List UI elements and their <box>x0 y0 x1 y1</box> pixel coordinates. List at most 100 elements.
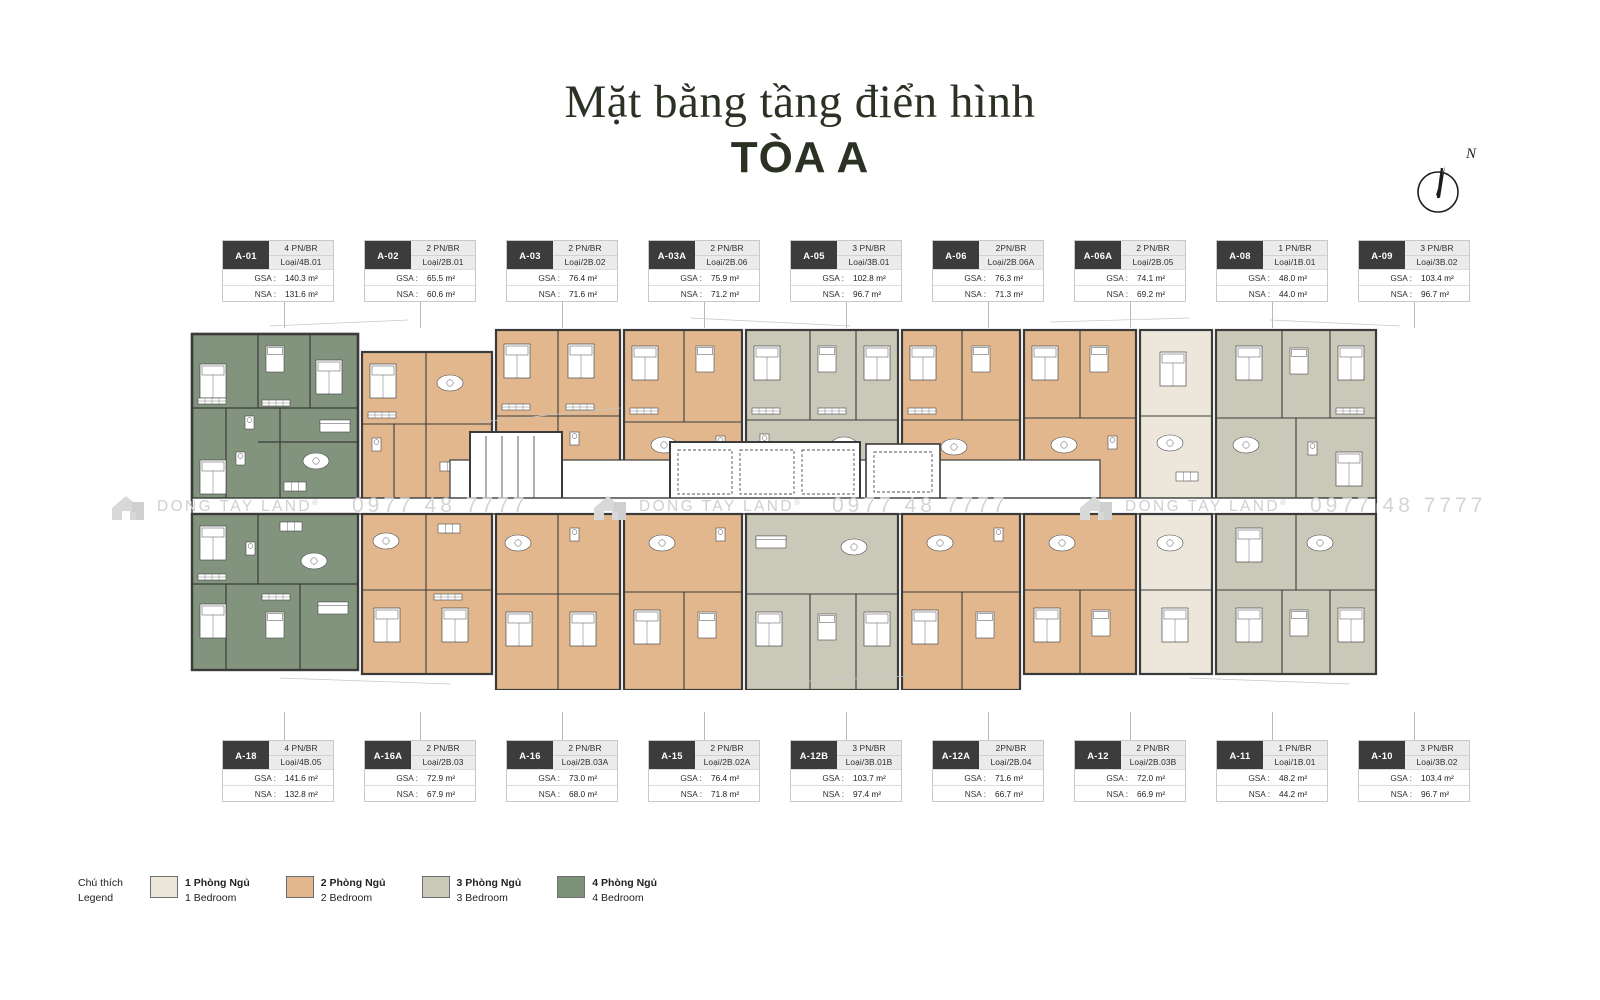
legend-label-vi: 2 Phòng Ngủ <box>320 877 386 889</box>
gsa-value: 74.1 m² <box>1137 272 1166 283</box>
nsa-value: 131.6 m² <box>285 288 318 299</box>
legend-swatch <box>557 876 586 898</box>
unit-bedrooms: 2 PN/BR <box>411 741 475 756</box>
nsa-value: 96.7 m² <box>1421 288 1450 299</box>
gsa-key: GSA : <box>822 772 844 783</box>
unit-code: A-05 <box>791 241 837 269</box>
gsa-key: GSA : <box>1106 272 1128 283</box>
nsa-value: 69.2 m² <box>1137 288 1166 299</box>
gsa-key: GSA : <box>1248 772 1270 783</box>
gsa-value: 76.3 m² <box>995 272 1024 283</box>
gsa-key: GSA : <box>396 272 418 283</box>
unit-code: A-18 <box>223 741 269 769</box>
unit-bedrooms: 3 PN/BR <box>837 241 901 256</box>
house-logo-icon <box>112 496 144 520</box>
nsa-value: 44.2 m² <box>1279 788 1308 799</box>
nsa-value: 71.6 m² <box>569 288 598 299</box>
unit-type: Loại/1B.01 <box>1274 757 1316 768</box>
nsa-value: 96.7 m² <box>1421 788 1450 799</box>
unit-bedrooms: 3 PN/BR <box>1405 241 1469 256</box>
unit-type: Loại/3B.02 <box>1416 257 1458 268</box>
title-primary: Mặt bằng tầng điển hình <box>564 76 1036 128</box>
unit-type: Loại/2B.06 <box>706 257 748 268</box>
unit-type: Loại/3B.01 <box>848 257 890 268</box>
leader-line <box>988 302 989 328</box>
leader-line <box>1130 712 1131 740</box>
unit-type: Loại/2B.03B <box>1129 757 1177 768</box>
nsa-key: NSA : <box>1390 288 1412 299</box>
leader-line <box>284 712 285 740</box>
unit-bedrooms: 4 PN/BR <box>269 741 333 756</box>
unit-type: Loại/2B.01 <box>422 257 464 268</box>
unit-bedrooms: 2 PN/BR <box>411 241 475 256</box>
legend-label-en: 4 Bedroom <box>592 892 644 904</box>
legend-swatch <box>421 876 450 898</box>
unit-bedrooms: 2PN/BR <box>979 241 1043 256</box>
unit-bedrooms: 3 PN/BR <box>1405 741 1469 756</box>
leader-line <box>420 302 421 328</box>
gsa-key: GSA : <box>396 772 418 783</box>
unit-type: Loại/1B.01 <box>1274 257 1316 268</box>
legend-label-vi: 3 Phòng Ngủ <box>456 877 522 889</box>
unit-bedrooms: 2 PN/BR <box>1121 741 1185 756</box>
unit-bedrooms: 4 PN/BR <box>269 241 333 256</box>
legend-swatch <box>150 876 178 898</box>
unit-type: Loại/2B.04 <box>990 757 1032 768</box>
unit-bedrooms: 3 PN/BR <box>837 741 901 756</box>
gsa-key: GSA : <box>1390 272 1412 283</box>
unit-code: A-08 <box>1217 241 1263 269</box>
gsa-value: 76.4 m² <box>569 272 598 283</box>
legend-title-en: Legend <box>78 892 114 904</box>
unit-code: A-02 <box>365 241 411 269</box>
nsa-value: 132.8 m² <box>285 788 318 799</box>
leader-line <box>1272 712 1273 740</box>
gsa-value: 72.0 m² <box>1137 772 1166 783</box>
unit-code: A-11 <box>1217 741 1263 769</box>
gsa-key: GSA : <box>964 772 986 783</box>
leader-line <box>562 302 563 328</box>
nsa-value: 71.2 m² <box>711 288 740 299</box>
nsa-key: NSA : <box>1390 788 1412 799</box>
unit-type: Loại/2B.06A <box>987 257 1035 268</box>
unit-code: A-12 <box>1075 741 1121 769</box>
gsa-value: 65.5 m² <box>427 272 456 283</box>
gsa-key: GSA : <box>680 772 702 783</box>
unit-code: A-06 <box>933 241 979 269</box>
gsa-value: 75.9 m² <box>711 272 740 283</box>
nsa-value: 66.7 m² <box>995 788 1024 799</box>
nsa-key: NSA : <box>1106 788 1128 799</box>
nsa-key: NSA : <box>680 288 702 299</box>
gsa-key: GSA : <box>822 272 844 283</box>
unit-code: A-03 <box>507 241 553 269</box>
plan-lower-wing <box>190 512 1378 690</box>
unit-bedrooms: 1 PN/BR <box>1263 741 1327 756</box>
gsa-value: 48.2 m² <box>1279 772 1308 783</box>
leader-line <box>1272 302 1273 328</box>
nsa-key: NSA : <box>822 288 844 299</box>
unit-code: A-16A <box>365 741 411 769</box>
nsa-key: NSA : <box>964 788 986 799</box>
